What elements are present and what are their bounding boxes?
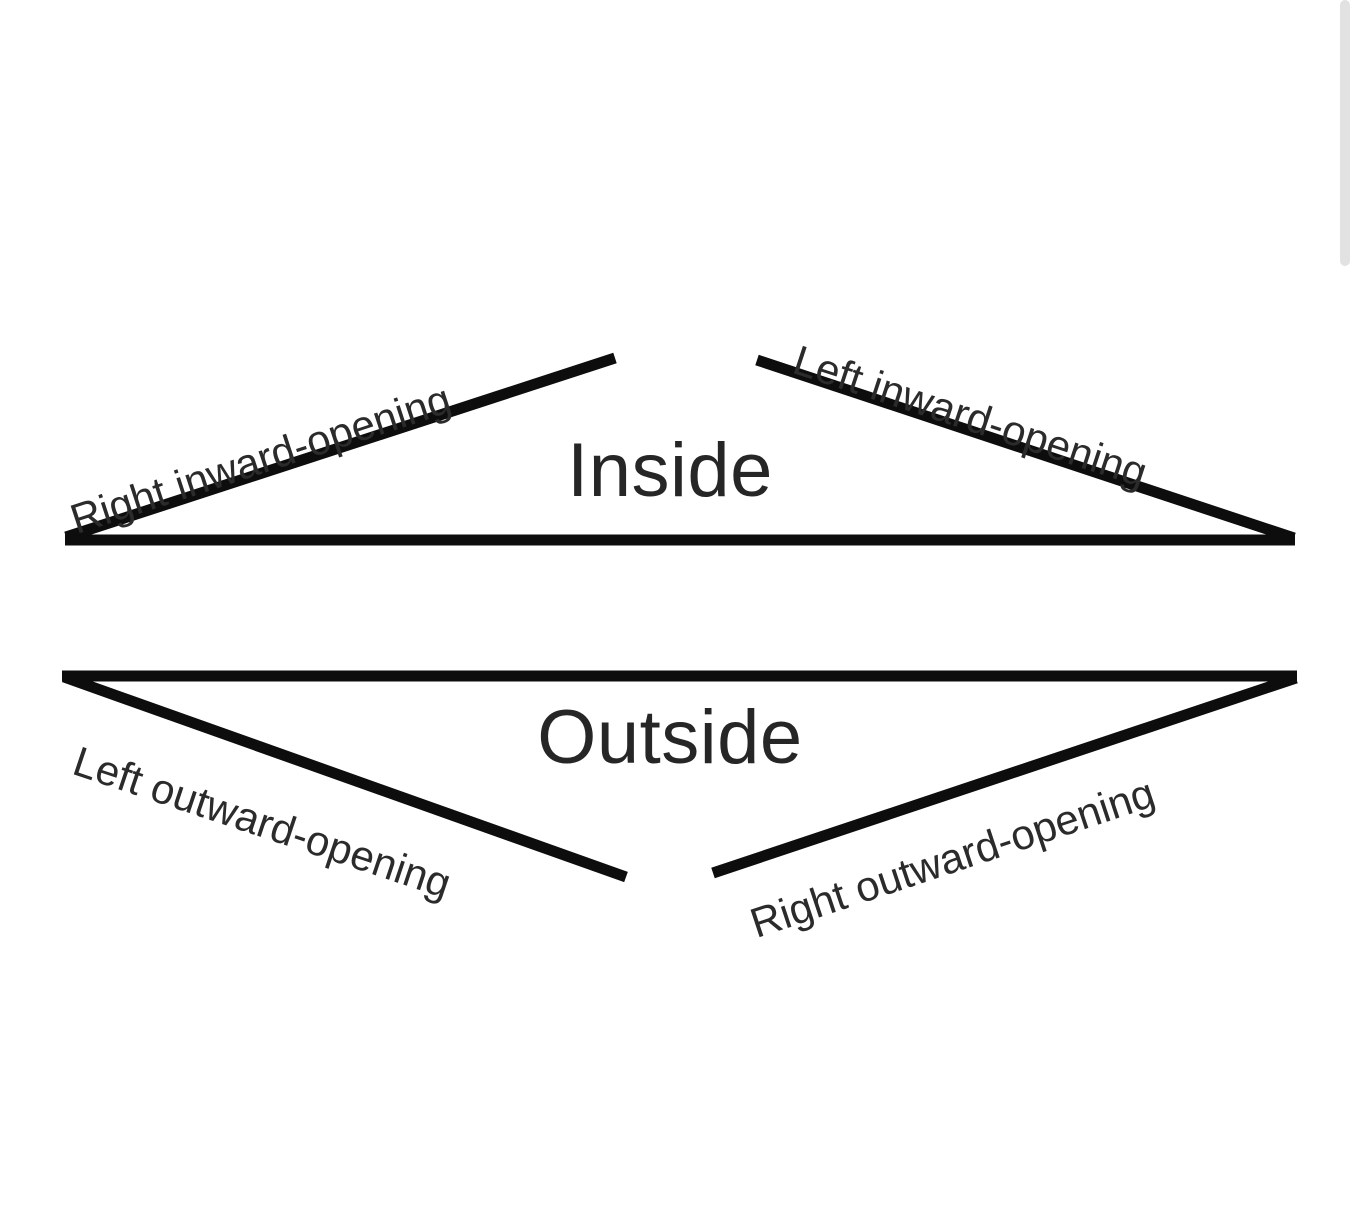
left-outward-opening-edge	[62, 671, 628, 883]
right-inward-opening-edge	[64, 352, 617, 543]
vertical-scrollbar-track[interactable]	[1339, 0, 1356, 1212]
right-outward-opening-edge	[711, 672, 1298, 879]
inside-region-label: Inside	[567, 428, 773, 513]
outside-region-label: Outside	[537, 695, 803, 780]
left-inward-opening-edge	[755, 354, 1296, 544]
inside-triangle-group	[64, 352, 1296, 546]
vertical-scrollbar-thumb[interactable]	[1340, 0, 1350, 266]
outside-triangle-group	[62, 670, 1298, 883]
